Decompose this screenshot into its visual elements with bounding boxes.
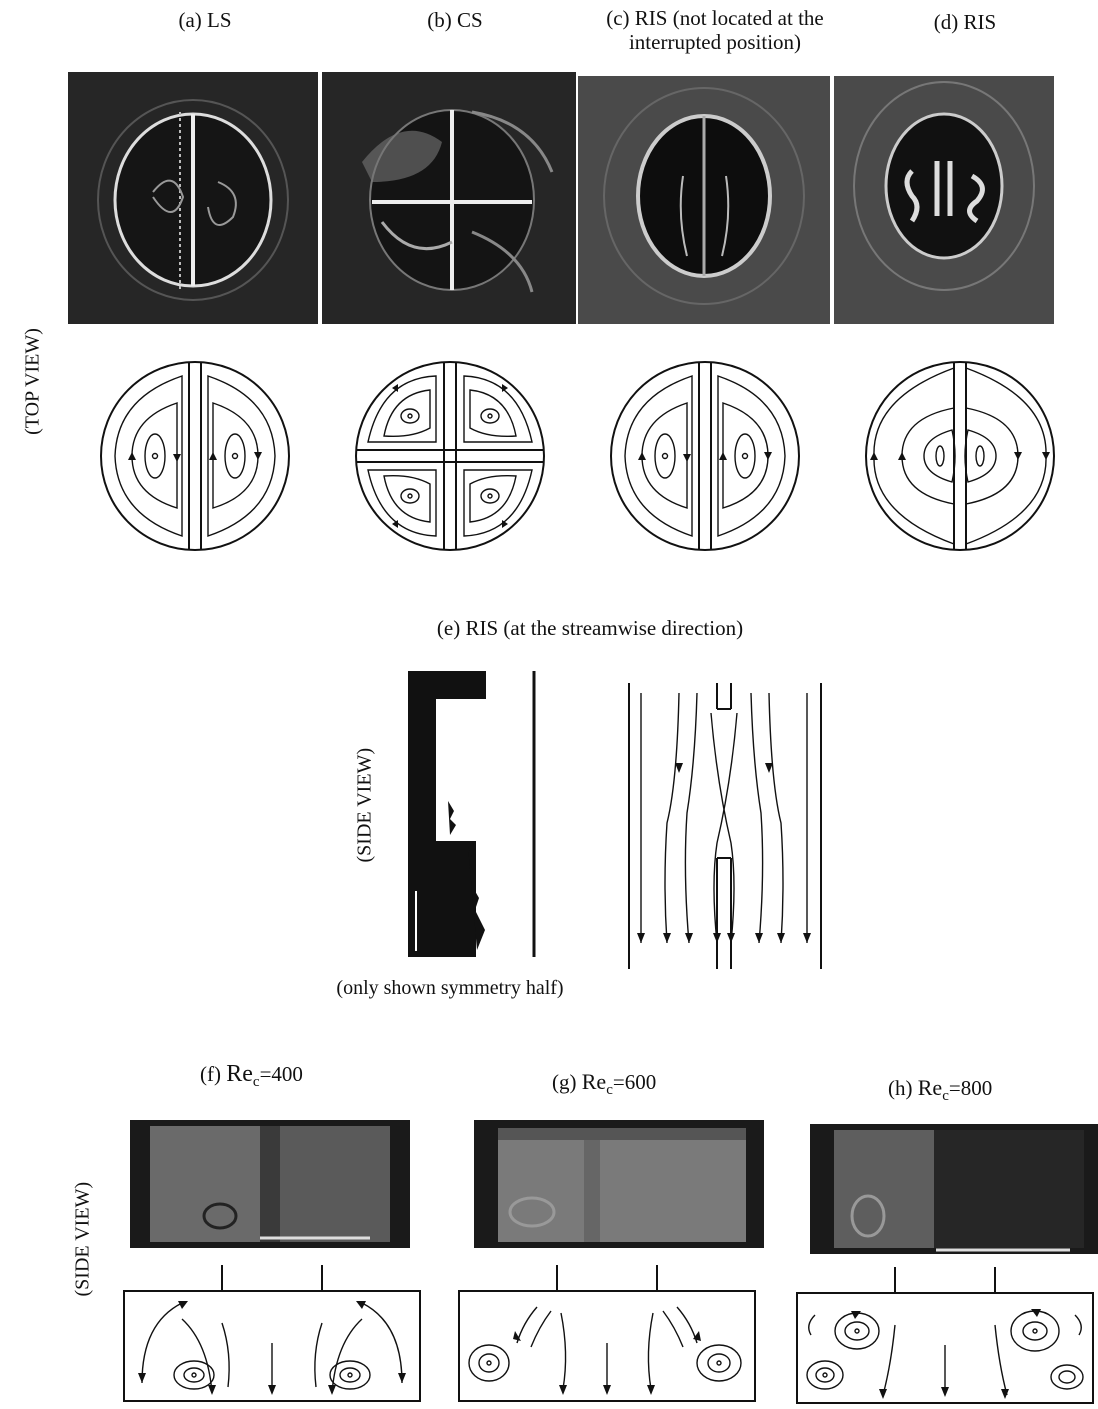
panel-g-re: Re [582,1069,606,1094]
panel-d-label: (d) RIS [900,10,1030,34]
panel-g-sub: c [606,1082,613,1098]
photo-g-re600 [474,1120,764,1248]
diagram-h-re800 [795,1265,1095,1405]
panel-f-re: Re [226,1061,253,1087]
panel-b-label: (b) CS [390,8,520,32]
panel-g-label: (g) Rec=600 [552,1070,732,1102]
panel-f-value: =400 [260,1062,303,1086]
panel-g-prefix: (g) [552,1070,577,1094]
photo-e-side-view [408,671,540,957]
panel-h-prefix: (h) [888,1076,913,1100]
panel-c-label-line2: interrupted position) [570,30,860,54]
diagram-g-re600 [457,1263,757,1403]
panel-f-prefix: (f) [200,1062,221,1086]
diagram-b-cs [352,358,548,554]
photo-h-re800 [810,1124,1098,1254]
photo-d-ris [834,76,1054,324]
diagram-a-ls [97,358,293,554]
panel-h-sub: c [942,1088,949,1104]
top-view-side-label: (TOP VIEW) [22,327,45,437]
diagram-c-ris [607,358,803,554]
panel-h-label: (h) Rec=800 [888,1076,1068,1108]
photo-f-re400 [130,1120,410,1248]
diagram-f-re400 [122,1263,422,1403]
panel-a-label: (a) LS [140,8,270,32]
photo-c-ris [578,76,830,324]
panel-g-value: =600 [613,1070,656,1094]
photo-b-cs [322,72,576,324]
panel-f-label: (f) Rec=400 [200,1062,380,1094]
panel-h-value: =800 [949,1076,992,1100]
symmetry-half-caption: (only shown symmetry half) [300,976,600,1000]
photo-a-ls [68,72,318,324]
panel-f-sub: c [253,1074,260,1090]
panel-c-label-line1: (c) RIS (not located at the [570,6,860,30]
bottom-side-view-label: (SIDE VIEW) [72,1187,95,1297]
panel-c-label: (c) RIS (not located at the interrupted … [570,6,860,54]
diagram-d-ris [862,358,1058,554]
middle-side-view-label: (SIDE VIEW) [354,753,377,863]
panel-e-title: (e) RIS (at the streamwise direction) [380,616,800,640]
panel-h-re: Re [918,1075,942,1100]
diagram-e-ris-streamwise [627,683,823,969]
